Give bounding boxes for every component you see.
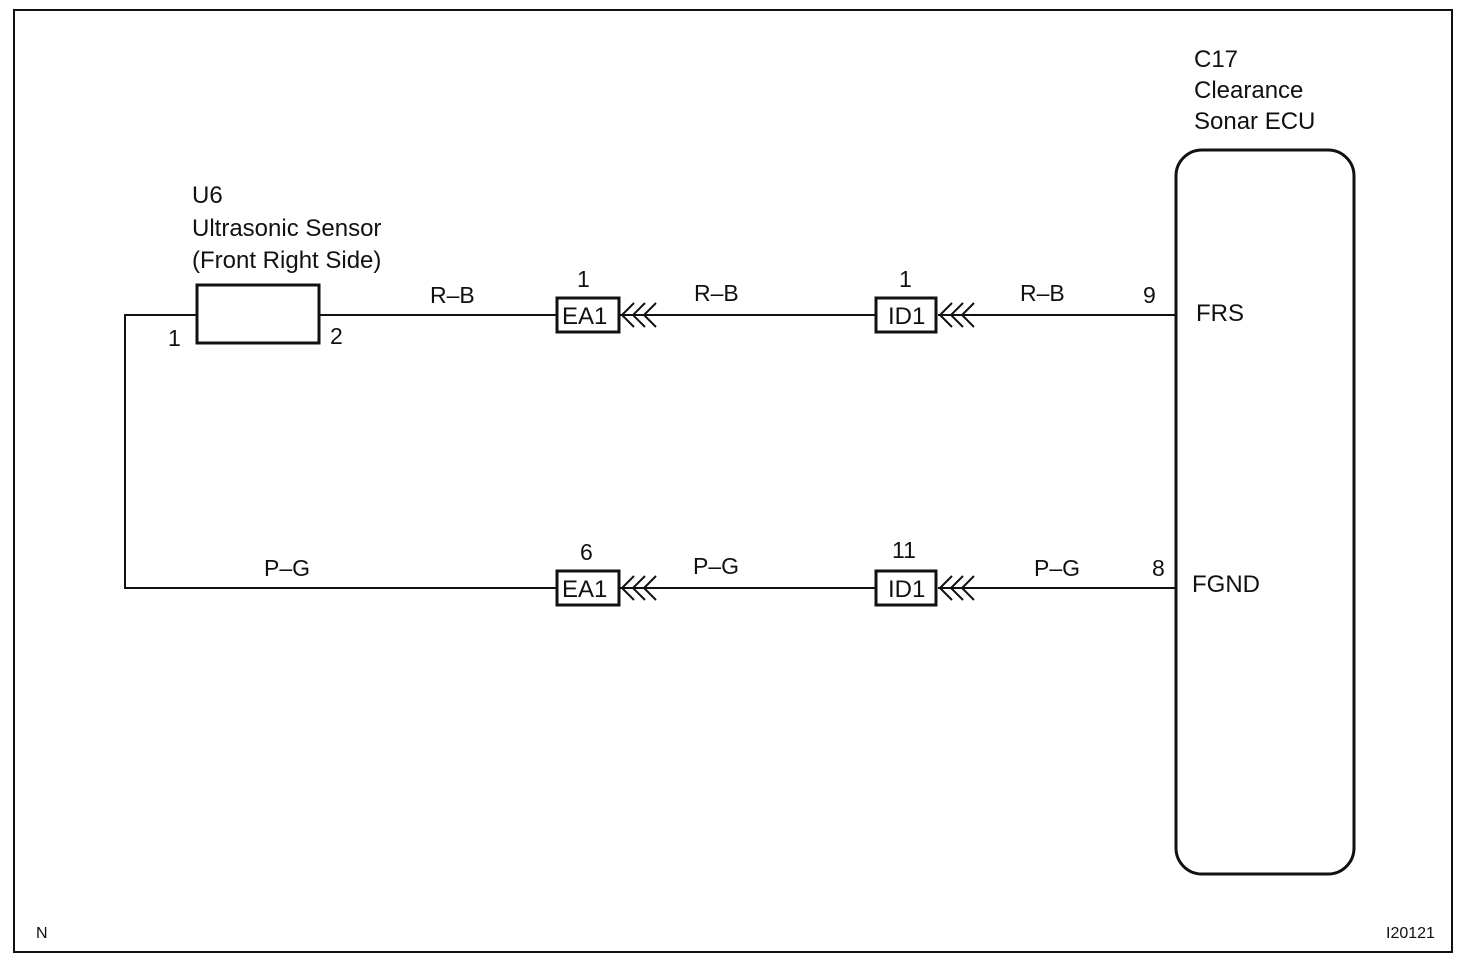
connector-id1-top-box (874, 296, 938, 334)
sensor-pin-1: 1 (168, 325, 181, 351)
connector-ea1-bottom: EA1 6 (555, 539, 657, 607)
wire-color-bottom-2: P–G (693, 553, 739, 579)
connector-id1-top-pin: 1 (899, 266, 912, 292)
ecu-name-line2: Sonar ECU (1194, 108, 1315, 135)
connector-id1-bottom-label: ID1 (888, 576, 925, 603)
footer-left-code: N (36, 925, 48, 942)
ecu-box (1174, 148, 1356, 876)
wire-color-bottom-3: P–G (1034, 555, 1080, 581)
wire-color-top-1: R–B (430, 282, 475, 308)
connector-id1-top-chevron-2 (949, 302, 964, 328)
connector-ea1-top-chevron-2 (631, 302, 646, 328)
ecu-signal-frs: FRS (1196, 300, 1244, 327)
ecu-signal-fgnd: FGND (1192, 571, 1260, 598)
connector-ea1-top: EA1 1 (555, 266, 657, 334)
connector-ea1-top-label: EA1 (562, 303, 607, 330)
connector-ea1-top-box (555, 296, 621, 334)
diagram-frame (13, 9, 1453, 953)
sensor-box (195, 283, 321, 345)
connector-id1-bottom-chevron-1 (938, 575, 953, 601)
ecu-name-line1: Clearance (1194, 77, 1303, 104)
connector-id1-bottom-chevron-2 (949, 575, 964, 601)
connector-id1-top-chevron-3 (960, 302, 975, 328)
connector-id1-top-chevron-1 (938, 302, 953, 328)
connector-id1-bottom-box (874, 569, 938, 607)
connector-ea1-bottom-chevron-2 (631, 575, 646, 601)
connector-ea1-top-pin: 1 (577, 266, 590, 292)
ecu-code: C17 (1194, 46, 1238, 73)
connector-ea1-top-chevron-3 (642, 302, 657, 328)
sensor-name: Ultrasonic Sensor (192, 215, 381, 242)
connector-id1-top-label: ID1 (888, 303, 925, 330)
connector-id1-bottom: ID1 11 (874, 537, 975, 607)
connector-ea1-top-chevron-1 (620, 302, 635, 328)
connector-ea1-bottom-box (555, 569, 621, 607)
wire-color-top-2: R–B (694, 280, 739, 306)
connector-ea1-bottom-chevron-1 (620, 575, 635, 601)
sensor-code: U6 (192, 182, 223, 209)
connector-ea1-bottom-label: EA1 (562, 576, 607, 603)
sensor-pin-2: 2 (330, 323, 343, 349)
wire-color-top-3: R–B (1020, 280, 1065, 306)
connector-id1-top: ID1 1 (874, 266, 975, 334)
footer-figure-id: I20121 (1386, 925, 1435, 942)
connector-id1-bottom-chevron-3 (960, 575, 975, 601)
ecu-pin-9: 9 (1143, 282, 1156, 308)
wire-ground-return (124, 314, 557, 589)
wire-color-bottom-1: P–G (264, 555, 310, 581)
sensor-location: (Front Right Side) (192, 247, 381, 274)
connector-ea1-bottom-pin: 6 (580, 539, 593, 565)
connector-ea1-bottom-chevron-3 (642, 575, 657, 601)
connector-id1-bottom-pin: 11 (892, 537, 916, 563)
ecu-pin-8: 8 (1152, 555, 1165, 581)
